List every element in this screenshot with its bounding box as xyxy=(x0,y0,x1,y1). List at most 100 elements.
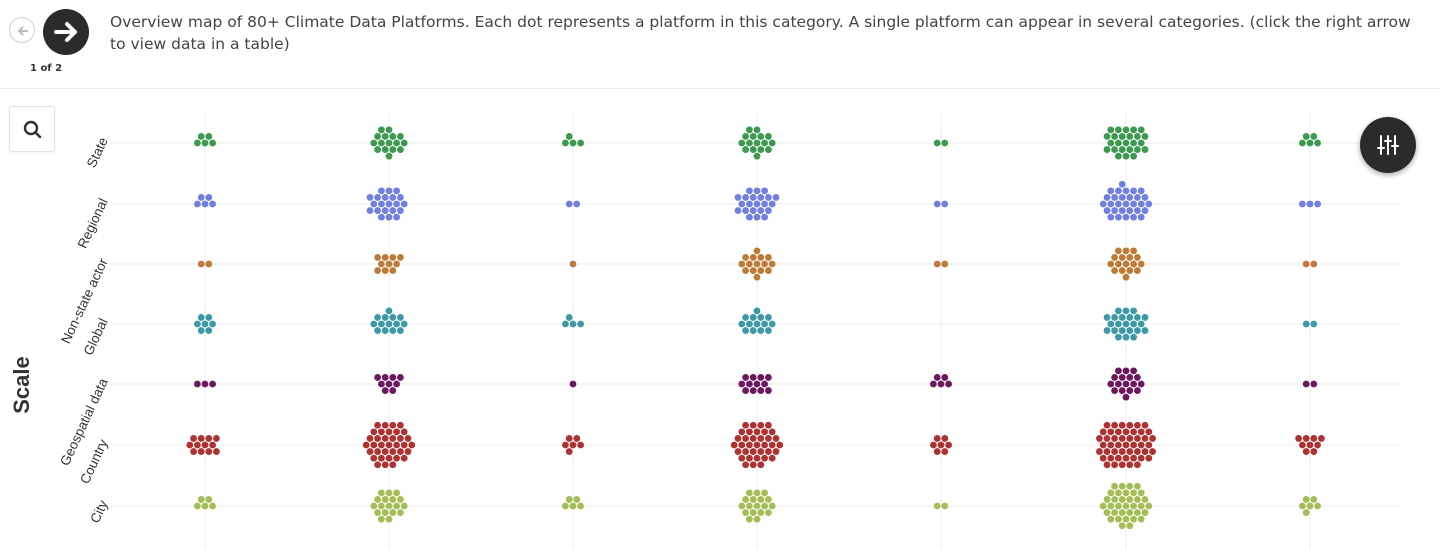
data-dot[interactable] xyxy=(742,327,749,334)
data-dot[interactable] xyxy=(408,441,416,449)
data-dot[interactable] xyxy=(378,260,385,268)
data-dot[interactable] xyxy=(742,374,749,381)
data-dot[interactable] xyxy=(746,213,753,221)
data-dot[interactable] xyxy=(753,307,761,315)
data-dot[interactable] xyxy=(393,213,400,221)
data-dot[interactable] xyxy=(749,254,757,261)
data-dot[interactable] xyxy=(1118,496,1126,503)
data-dot[interactable] xyxy=(205,448,213,455)
data-dot[interactable] xyxy=(1118,522,1126,530)
data-dot[interactable] xyxy=(933,502,941,510)
data-dot[interactable] xyxy=(1122,380,1130,388)
data-dot[interactable] xyxy=(749,387,757,394)
data-dot[interactable] xyxy=(1111,327,1118,334)
data-dot[interactable] xyxy=(1111,146,1118,153)
data-dot[interactable] xyxy=(378,200,385,208)
data-dot[interactable] xyxy=(385,260,393,268)
data-dot[interactable] xyxy=(1103,461,1111,469)
data-dot[interactable] xyxy=(1126,254,1134,261)
data-dot[interactable] xyxy=(1107,213,1115,221)
data-dot[interactable] xyxy=(1310,260,1318,268)
data-dot[interactable] xyxy=(1118,387,1126,394)
data-dot[interactable] xyxy=(1103,435,1111,442)
data-dot[interactable] xyxy=(209,320,217,328)
data-dot[interactable] xyxy=(569,320,577,328)
data-dot[interactable] xyxy=(734,448,742,455)
data-dot[interactable] xyxy=(746,441,753,449)
data-dot[interactable] xyxy=(1096,435,1103,442)
data-dot[interactable] xyxy=(1134,482,1141,490)
data-dot[interactable] xyxy=(1111,482,1118,490)
data-dot[interactable] xyxy=(1118,327,1126,334)
data-dot[interactable] xyxy=(201,380,209,388)
data-dot[interactable] xyxy=(1122,454,1130,462)
data-dot[interactable] xyxy=(757,194,765,201)
data-dot[interactable] xyxy=(389,421,397,429)
data-dot[interactable] xyxy=(381,267,389,274)
data-dot[interactable] xyxy=(742,194,749,201)
data-dot[interactable] xyxy=(381,509,389,516)
data-dot[interactable] xyxy=(385,126,393,134)
data-dot[interactable] xyxy=(374,448,381,455)
data-dot[interactable] xyxy=(1130,515,1137,523)
data-dot[interactable] xyxy=(1107,502,1115,510)
data-dot[interactable] xyxy=(205,496,213,503)
data-dot[interactable] xyxy=(393,187,400,195)
data-dot[interactable] xyxy=(1118,133,1126,140)
data-dot[interactable] xyxy=(1115,333,1122,341)
data-dot[interactable] xyxy=(1107,200,1115,208)
data-dot[interactable] xyxy=(761,260,768,268)
data-dot[interactable] xyxy=(738,320,746,328)
data-dot[interactable] xyxy=(1115,441,1122,449)
data-dot[interactable] xyxy=(1137,139,1145,147)
data-dot[interactable] xyxy=(1118,509,1126,516)
data-dot[interactable] xyxy=(400,320,408,328)
data-dot[interactable] xyxy=(397,421,404,429)
data-dot[interactable] xyxy=(389,207,397,214)
data-dot[interactable] xyxy=(1310,496,1318,503)
data-dot[interactable] xyxy=(381,146,389,153)
data-dot[interactable] xyxy=(573,200,581,208)
data-dot[interactable] xyxy=(201,200,209,208)
data-dot[interactable] xyxy=(385,502,393,510)
data-dot[interactable] xyxy=(197,260,205,268)
data-dot[interactable] xyxy=(1149,448,1156,455)
data-dot[interactable] xyxy=(374,133,381,140)
data-dot[interactable] xyxy=(1310,448,1318,455)
data-dot[interactable] xyxy=(1118,314,1126,321)
data-dot[interactable] xyxy=(768,200,776,208)
data-dot[interactable] xyxy=(753,260,761,268)
data-dot[interactable] xyxy=(1145,200,1153,208)
data-dot[interactable] xyxy=(768,320,776,328)
data-dot[interactable] xyxy=(1126,387,1134,394)
data-dot[interactable] xyxy=(1107,187,1115,195)
data-dot[interactable] xyxy=(761,428,768,436)
data-dot[interactable] xyxy=(1306,139,1314,147)
data-dot[interactable] xyxy=(1141,327,1149,334)
data-dot[interactable] xyxy=(1122,200,1130,208)
data-dot[interactable] xyxy=(381,448,389,455)
data-dot[interactable] xyxy=(397,254,404,261)
data-dot[interactable] xyxy=(1122,139,1130,147)
data-dot[interactable] xyxy=(389,496,397,503)
data-dot[interactable] xyxy=(393,502,400,510)
data-dot[interactable] xyxy=(400,200,408,208)
data-dot[interactable] xyxy=(1122,152,1130,160)
data-dot[interactable] xyxy=(1122,515,1130,523)
data-dot[interactable] xyxy=(565,133,573,140)
data-dot[interactable] xyxy=(1137,489,1145,497)
data-dot[interactable] xyxy=(1130,489,1137,497)
data-dot[interactable] xyxy=(1306,502,1314,510)
data-dot[interactable] xyxy=(1118,435,1126,442)
data-dot[interactable] xyxy=(761,454,768,462)
data-dot[interactable] xyxy=(569,441,577,449)
data-dot[interactable] xyxy=(374,314,381,321)
data-dot[interactable] xyxy=(757,207,765,214)
data-dot[interactable] xyxy=(1111,461,1118,469)
data-dot[interactable] xyxy=(397,327,404,334)
data-dot[interactable] xyxy=(1141,207,1149,214)
data-dot[interactable] xyxy=(577,139,584,147)
data-dot[interactable] xyxy=(1122,187,1130,195)
data-dot[interactable] xyxy=(937,441,945,449)
data-dot[interactable] xyxy=(1310,133,1318,140)
